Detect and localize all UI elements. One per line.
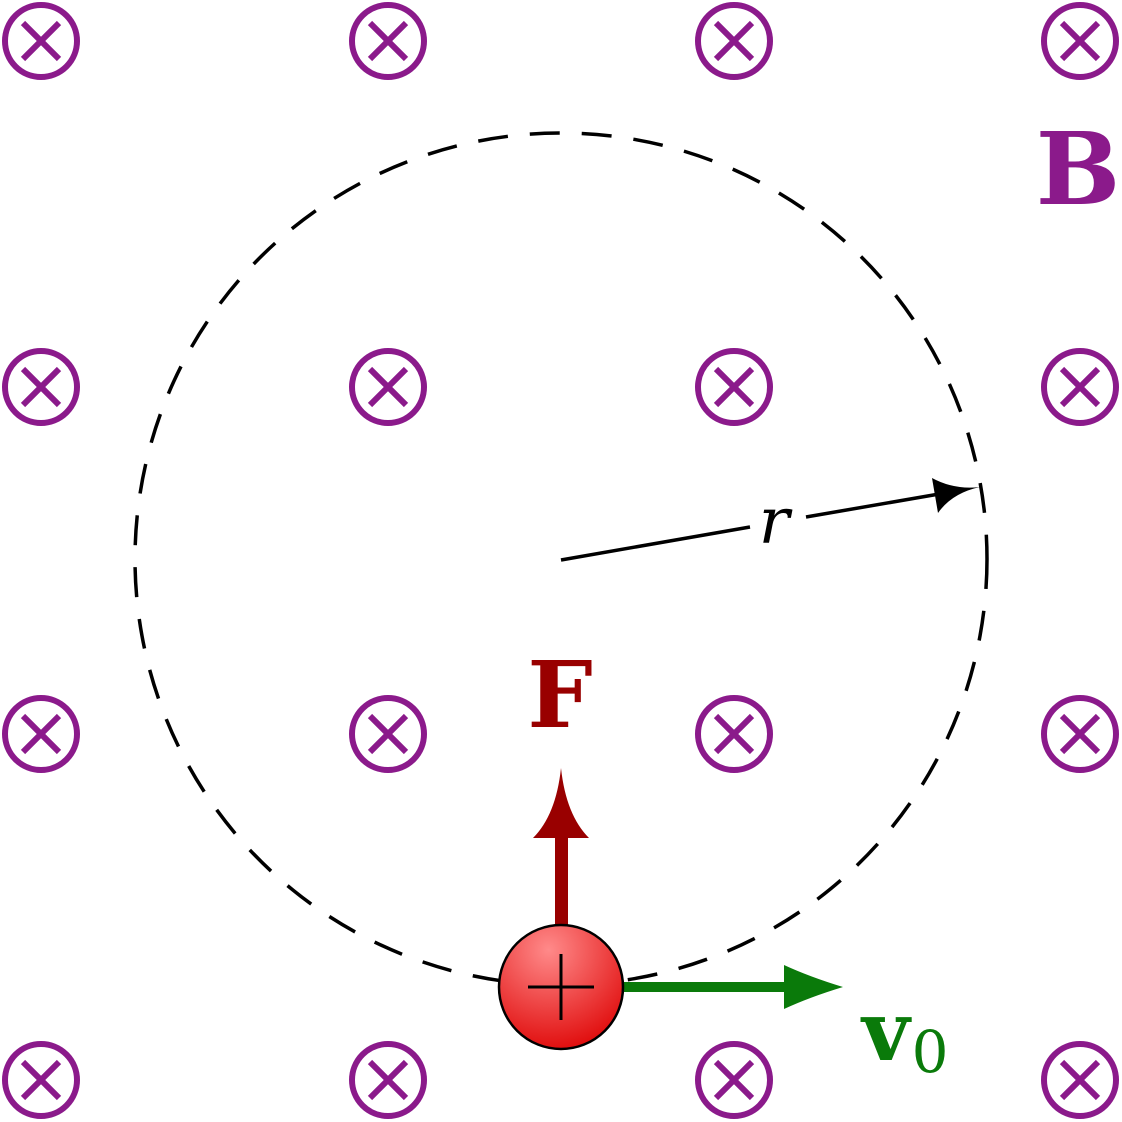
radius-label: r — [759, 485, 793, 559]
velocity-arrow — [620, 965, 843, 1009]
field-into-page-icon — [1041, 1041, 1119, 1119]
field-into-page-icon — [1041, 695, 1119, 773]
field-into-page-icon — [349, 1041, 427, 1119]
field-into-page-icon — [695, 348, 773, 426]
velocity-label: v0 — [860, 984, 949, 1086]
radius-arrow — [560, 478, 980, 562]
field-into-page-icon — [2, 695, 80, 773]
field-into-page-icon — [2, 1041, 80, 1119]
velocity-symbol: v — [860, 984, 912, 1080]
velocity-subscript: 0 — [912, 1018, 949, 1086]
field-into-page-icon — [695, 2, 773, 80]
field-into-page-icon — [349, 695, 427, 773]
field-into-page-icon — [1041, 348, 1119, 426]
positive-charge-icon — [497, 923, 625, 1051]
field-into-page-icon — [349, 2, 427, 80]
force-arrow — [533, 768, 589, 930]
force-label: F — [527, 641, 592, 749]
field-into-page-icon — [2, 348, 80, 426]
field-into-page-icon — [349, 348, 427, 426]
field-into-page-icon — [695, 695, 773, 773]
field-into-page-icon — [1041, 2, 1119, 80]
circular-path — [133, 131, 989, 987]
field-label: B — [1036, 110, 1121, 228]
field-into-page-icon — [695, 1041, 773, 1119]
field-into-page-icon — [2, 2, 80, 80]
